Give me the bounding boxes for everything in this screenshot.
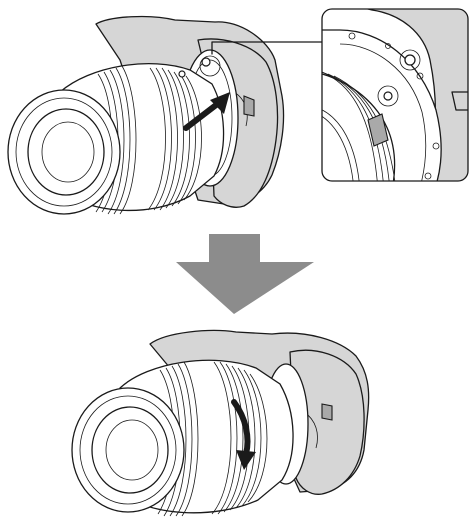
mount-index-dot [201, 57, 211, 67]
down-transition-arrow [176, 234, 314, 314]
lens-bottom [71, 359, 294, 517]
step-attach-lens [7, 8, 469, 215]
inset-lens-dot [383, 91, 393, 101]
step-rotate-lens [71, 329, 370, 517]
inset-mount-dot [404, 54, 416, 66]
lens-index-dot [178, 70, 186, 78]
callout-line [211, 41, 327, 55]
lens-top [7, 63, 225, 215]
detail-inset [321, 8, 469, 182]
rotate-arrow [231, 399, 256, 470]
insert-arrow [183, 92, 230, 131]
